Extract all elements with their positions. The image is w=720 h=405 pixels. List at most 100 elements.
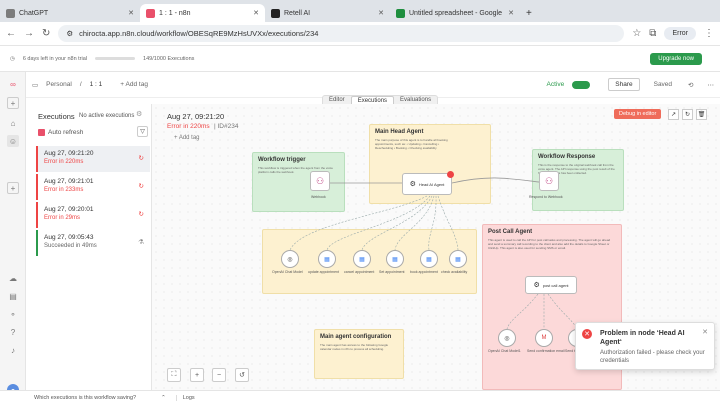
clock-icon: ◷: [10, 55, 15, 62]
extensions-icon[interactable]: ⧉: [649, 28, 657, 39]
add-icon[interactable]: +: [7, 97, 19, 109]
workflow-name[interactable]: 1 : 1: [89, 81, 103, 88]
retry-icon[interactable]: ↻: [138, 183, 144, 190]
calendar-icon[interactable]: ▦: [449, 250, 467, 268]
respond-webhook-node[interactable]: ⚇: [539, 171, 559, 191]
calendar-icon[interactable]: ▦: [318, 250, 336, 268]
execution-id: | ID#234: [214, 123, 239, 130]
close-icon[interactable]: ✕: [378, 10, 384, 17]
more-icon[interactable]: ⋯: [707, 81, 715, 89]
webhook-icon: ⚇: [544, 175, 554, 186]
sticky-main-agent-config[interactable]: Main agent configuration The main agent …: [314, 329, 404, 379]
browser-tabbar: ChatGPT✕ 1 : 1 - n8n✕ Retell AI✕ Untitle…: [0, 0, 720, 22]
error-icon: ✕: [582, 329, 592, 339]
external-link-icon[interactable]: ↗: [668, 109, 679, 120]
forward-icon[interactable]: →: [24, 28, 34, 39]
execution-row[interactable]: Aug 27, 09:21:20 Error in 220ms ↻: [36, 146, 150, 172]
retry-icon[interactable]: ↻: [682, 109, 693, 120]
star-icon[interactable]: ☆: [632, 28, 642, 39]
openai-icon[interactable]: ◎: [498, 329, 516, 347]
site-info-icon[interactable]: ⚙: [66, 29, 74, 38]
no-active-label: No active executions: [79, 113, 135, 119]
reload-icon[interactable]: ↻: [42, 28, 51, 39]
filter-icon[interactable]: ▽: [137, 126, 148, 137]
new-tab-button[interactable]: +: [526, 7, 532, 19]
error-toast: ✕ Problem in node ‘Head AI Agent‘ Author…: [575, 322, 715, 370]
tab-retell[interactable]: Retell AI✕: [265, 4, 390, 22]
gmail-icon[interactable]: M: [535, 329, 553, 347]
app-sidebar: ∞ + ⌂ ☺ + ☁ ▤ ⚬ ? ♪ ●: [0, 72, 26, 405]
openai-icon[interactable]: ◎: [281, 250, 299, 268]
add-project-icon[interactable]: +: [7, 182, 19, 194]
tab-n8n[interactable]: 1 : 1 - n8n✕: [140, 4, 265, 22]
tab-spreadsheet[interactable]: Untitled spreadsheet - Google✕: [390, 4, 520, 22]
error-badge: [447, 171, 454, 178]
tab-editor[interactable]: Editor: [329, 97, 345, 103]
debug-in-editor-button[interactable]: Debug in editor: [614, 109, 662, 119]
n8n-icon: [146, 8, 155, 18]
auto-refresh-checkbox[interactable]: [38, 129, 45, 136]
reset-zoom-button[interactable]: ↺: [235, 368, 249, 382]
toast-title: Problem in node ‘Head AI Agent‘: [600, 330, 685, 346]
menu-icon[interactable]: ⋮: [704, 28, 714, 39]
auto-refresh-label: Auto refresh: [48, 129, 84, 136]
chevron-up-icon[interactable]: ⌃: [161, 395, 166, 401]
n8n-logo-icon[interactable]: ∞: [10, 79, 16, 89]
executions-saving-link[interactable]: Which executions is this workflow saving…: [34, 395, 137, 401]
zoom-in-button[interactable]: +: [190, 368, 204, 382]
history-icon[interactable]: ⟲: [688, 81, 694, 89]
folder-icon: ▭: [32, 81, 39, 89]
add-tag-link[interactable]: + Add tag: [120, 81, 148, 88]
settings-icon[interactable]: ⚙: [136, 111, 143, 118]
cloud-icon[interactable]: ☁: [9, 273, 17, 283]
profile-error-button[interactable]: Error: [664, 27, 696, 40]
home-icon[interactable]: ⌂: [10, 118, 16, 128]
templates-icon[interactable]: ▤: [9, 291, 17, 301]
logs-label[interactable]: Logs: [175, 395, 195, 401]
webhook-icon: ⚇: [315, 175, 325, 186]
tab-evaluations[interactable]: Evaluations: [400, 97, 432, 103]
sheets-icon: [396, 8, 405, 18]
head-ai-agent-node[interactable]: ⚙Head AI Agent: [402, 171, 454, 195]
robot-icon: ⚙: [409, 181, 416, 188]
url-field[interactable]: ⚙chirocta.app.n8n.cloud/workflow/OBESqRE…: [58, 25, 625, 42]
execution-row[interactable]: Aug 27, 09:20:01 Error in 29ms ↻: [36, 202, 150, 228]
fit-view-button[interactable]: ⛶: [167, 368, 181, 382]
tab-chatgpt[interactable]: ChatGPT✕: [0, 4, 140, 22]
calendar-icon[interactable]: ▦: [353, 250, 371, 268]
calendar-icon[interactable]: ▦: [386, 250, 404, 268]
bell-icon[interactable]: ♪: [11, 345, 15, 355]
toast-message: Authorization failed - please check your…: [600, 350, 705, 364]
active-toggle[interactable]: [572, 80, 591, 89]
share-button[interactable]: Share: [608, 78, 640, 91]
user-icon[interactable]: ☺: [7, 135, 19, 147]
execution-status: Error in 220ms: [167, 123, 210, 130]
close-icon[interactable]: ✕: [128, 10, 134, 17]
footer-bar: Which executions is this workflow saving…: [0, 390, 720, 405]
variables-icon[interactable]: ⚬: [9, 309, 17, 319]
close-icon[interactable]: ✕: [702, 329, 708, 336]
execution-row[interactable]: Aug 27, 09:05:43 Succeeded in 49ms ⚗: [36, 230, 150, 256]
robot-icon: ⚙: [533, 282, 540, 289]
project-link[interactable]: Personal: [46, 81, 72, 88]
post-call-agent-node[interactable]: ⚙post call agent: [525, 276, 577, 294]
workflow-canvas[interactable]: Aug 27, 09:21:20 Error in 220ms | ID#234…: [152, 104, 720, 390]
trial-banner: ◷ 6 days left in your n8n trial 149/1000…: [0, 46, 720, 72]
add-tag-link[interactable]: + Add tag: [174, 135, 200, 141]
zoom-out-button[interactable]: −: [212, 368, 226, 382]
retry-icon[interactable]: ↻: [138, 211, 144, 218]
connections: [289, 177, 578, 330]
calendar-icon[interactable]: ▦: [420, 250, 438, 268]
executions-title: Executions: [38, 112, 75, 121]
upgrade-button[interactable]: Upgrade now: [650, 53, 702, 65]
help-icon[interactable]: ?: [10, 327, 16, 337]
execution-row[interactable]: Aug 27, 09:21:01 Error in 233ms ↻: [36, 174, 150, 200]
close-icon[interactable]: ✕: [253, 10, 259, 17]
close-icon[interactable]: ✕: [508, 10, 514, 17]
flask-icon[interactable]: ⚗: [138, 239, 144, 246]
webhook-node[interactable]: ⚇: [310, 171, 330, 191]
sticky-main-head-agent[interactable]: Main Head Agent The main purpose of this…: [369, 124, 491, 204]
back-icon[interactable]: ←: [6, 28, 16, 39]
trash-icon[interactable]: 🗑: [696, 109, 707, 120]
retry-icon[interactable]: ↻: [138, 155, 144, 162]
